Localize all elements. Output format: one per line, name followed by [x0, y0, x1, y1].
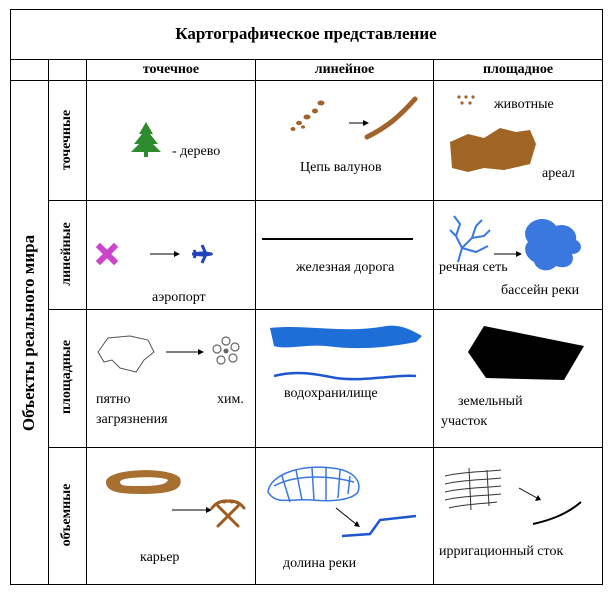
label-pollution-2: хим.	[217, 392, 244, 407]
label-boulder-chain: Цепь валунов	[300, 160, 382, 175]
label-railway: железная дорога	[296, 260, 395, 275]
label-animals: животные	[494, 97, 554, 112]
area-shape	[450, 128, 536, 172]
label-river-valley: долина реки	[283, 556, 357, 571]
reservoir-icon	[270, 325, 422, 381]
railway-line	[262, 238, 413, 240]
label-pollution-3: загрязнения	[96, 412, 168, 427]
label-river-basin: бассейн реки	[501, 283, 580, 298]
pollution-symbols	[97, 335, 240, 373]
label-airport: аэропорт	[152, 290, 206, 305]
label-irrigation: ирригационный сток	[439, 544, 564, 559]
quarry-symbols	[106, 470, 246, 528]
label-reservoir: водохранилище	[284, 386, 378, 401]
river-basin-icon	[449, 215, 581, 271]
column-header-point: точечное	[142, 62, 200, 77]
label-river-network: речная сеть	[439, 260, 508, 275]
row-header-point: точечные	[59, 109, 74, 171]
label-area: ареал	[542, 166, 575, 181]
label-land-1: земельный	[458, 394, 523, 409]
row-header-volume: объемные	[59, 483, 74, 547]
boulder-chain-icon	[290, 96, 418, 140]
tree-icon	[131, 122, 161, 157]
column-header-line: линейное	[314, 62, 375, 77]
river-valley-icon	[267, 466, 417, 538]
airport-symbols	[95, 242, 213, 266]
row-group-label: Объекты реального мира	[19, 234, 38, 432]
irrigation-runoff-icon	[444, 467, 582, 525]
row-header-line: линейные	[59, 222, 74, 286]
column-header-area: площадное	[482, 62, 554, 77]
label-quarry: карьер	[140, 550, 180, 565]
table-title: Картографическое представление	[175, 24, 437, 43]
animals-dots-icon	[457, 95, 475, 105]
label-tree: - дерево	[172, 144, 221, 159]
label-land-2: участок	[441, 414, 488, 429]
row-header-area: площадные	[59, 339, 74, 415]
land-plot-shape	[468, 326, 584, 380]
label-pollution-1: пятно	[96, 392, 131, 407]
